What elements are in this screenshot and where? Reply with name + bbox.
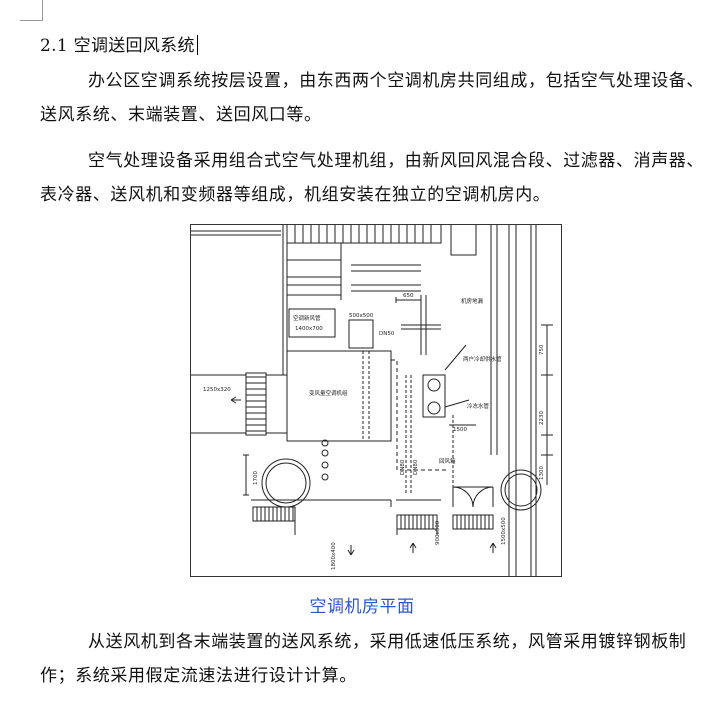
label-ahu: 变风量空调机组 [309,389,348,397]
label-return-vent: 回风箱 [439,457,456,465]
machine-room-plan-figure: 空调新风管 1400x700 500x500 650 DN50 机房地漏 变风量… [190,224,562,577]
label-duct-1500: 1500x500 [501,517,507,545]
paragraph-2: 空气处理设备采用组合式空气处理机组，由新风回风混合段、过滤器、消声器、表冷器、送… [40,151,704,205]
label-dim-1700: 1700 [253,471,259,485]
label-duct-900: 900x500 [435,520,441,545]
figure-caption: 空调机房平面 [309,597,415,617]
paragraph-3: 从送风机到各末端装置的送风系统，采用低速低压系统，风管采用镀锌钢板制作；系统采用… [40,632,687,686]
label-dn80-b: DN80 [413,459,419,475]
duct-500-box [348,319,374,349]
label-dim-650: 650 [403,293,414,299]
paragraph-1: 办公区空调系统按层设置，由东西两个空调机房共同组成，包括空气处理设备、送风系统、… [40,71,704,125]
label-dim-750: 750 [539,344,545,355]
label-dim-2230: 2230 [539,411,545,425]
fresh-air-duct-box [288,308,336,338]
label-dim-1500: 1500 [453,427,467,433]
label-dn80-a: DN80 [400,459,406,475]
machine-room-plan-drawing: 空调新风管 1400x700 500x500 650 DN50 机房地漏 变风量… [191,225,553,576]
ahu-unit [286,350,392,442]
label-fresh-air-duct: 空调新风管 [293,314,321,322]
label-dim-1300: 1300 [539,466,545,480]
label-duct-500: 500x500 [349,313,374,319]
text-cursor [196,35,198,55]
right-fan-circle [500,469,542,511]
label-duct-1800: 1800x400 [331,542,337,570]
section-heading: 2.1 空调送回风系统 [40,31,198,56]
label-duct-1250: 1250x320 [203,387,231,393]
label-fresh-air-size: 1400x700 [295,326,323,332]
label-machine-room-drain: 机房地漏 [461,297,484,305]
label-pipe-supply: 两户冷却供水管 [463,355,502,363]
page-corner-mark [20,0,43,21]
label-pipe-return: 冷冻水管 [467,402,490,410]
stair-hatching [286,225,477,256]
label-dn50: DN50 [379,331,395,337]
